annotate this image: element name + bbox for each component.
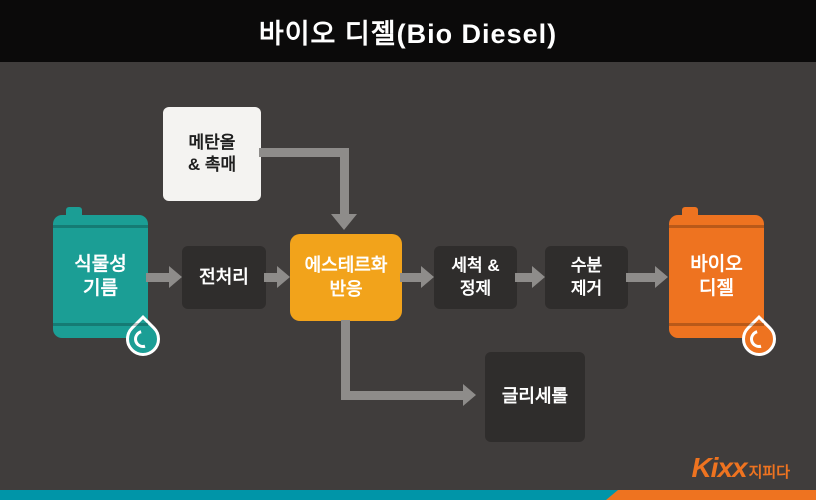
arrow-moisture-to-output-head-icon <box>655 266 668 288</box>
arrow-catalyst-vertical <box>340 148 349 215</box>
node-esterification-line1: 에스테르화 <box>304 255 388 276</box>
arrow-catalyst-horizontal <box>259 148 349 157</box>
kixx-logo-text: Kixx <box>691 452 747 483</box>
arrow-washing-to-moisture-head-icon <box>532 266 545 288</box>
node-washing-line1: 세척 & <box>451 256 500 276</box>
drop-swoosh-icon <box>130 326 156 352</box>
node-vegetable-oil-barrel: 식물성 기름 <box>53 207 168 364</box>
node-esterification: 에스테르화 반응 <box>290 234 402 321</box>
barrel-cap-icon <box>682 207 698 217</box>
arrow-ester-to-washing <box>400 273 421 282</box>
biodiesel-line2: 디젤 <box>699 277 734 299</box>
arrow-input-to-pretreatment-head-icon <box>169 266 182 288</box>
node-moisture-line1: 수분 <box>570 256 603 276</box>
oil-drop-icon <box>118 314 168 364</box>
kixx-logo: Kixx 지피다 <box>691 452 790 484</box>
arrow-glycerol-head-icon <box>463 384 476 406</box>
node-esterification-line2: 반응 <box>329 278 363 299</box>
footer-stripe-teal <box>0 490 618 500</box>
node-pretreatment-label: 전처리 <box>199 266 249 287</box>
node-washing-refining: 세척 & 정제 <box>434 246 517 309</box>
arrow-glycerol-horizontal <box>341 391 463 400</box>
footer-stripe-orange <box>600 490 816 500</box>
arrow-washing-to-moisture <box>515 273 532 282</box>
arrow-catalyst-head-icon <box>331 214 357 230</box>
arrow-input-to-pretreatment <box>146 273 169 282</box>
biodiesel-line1: 바이오 <box>690 253 743 275</box>
node-pretreatment: 전처리 <box>182 246 266 309</box>
arrow-glycerol-vertical <box>341 320 350 396</box>
arrow-pretreatment-to-ester <box>264 273 277 282</box>
node-moisture-removal: 수분 제거 <box>545 246 628 309</box>
kixx-logo-korean-text: 지피다 <box>748 464 790 481</box>
arrow-pretreatment-to-ester-head-icon <box>277 266 290 288</box>
node-methanol-catalyst-line2: & 촉매 <box>187 155 237 174</box>
node-glycerol: 글리세롤 <box>485 352 585 442</box>
arrow-ester-to-washing-head-icon <box>421 266 434 288</box>
header-bar: 바이오 디젤(Bio Diesel) <box>0 0 816 62</box>
node-glycerol-label: 글리세롤 <box>501 386 569 407</box>
node-methanol-catalyst: 메탄올 & 촉매 <box>163 107 261 201</box>
node-moisture-line2: 제거 <box>570 278 603 298</box>
barrel-cap-icon <box>66 207 82 217</box>
diesel-drop-icon <box>734 314 784 364</box>
vegetable-oil-line2: 기름 <box>83 277 118 299</box>
node-biodiesel-barrel: 바이오 디젤 <box>669 207 784 364</box>
page-title: 바이오 디젤(Bio Diesel) <box>258 18 558 49</box>
arrow-moisture-to-output <box>626 273 655 282</box>
vegetable-oil-line1: 식물성 <box>74 253 127 275</box>
node-washing-line2: 정제 <box>459 278 492 298</box>
node-methanol-catalyst-line1: 메탄올 <box>188 132 236 152</box>
drop-swoosh-icon <box>746 326 772 352</box>
